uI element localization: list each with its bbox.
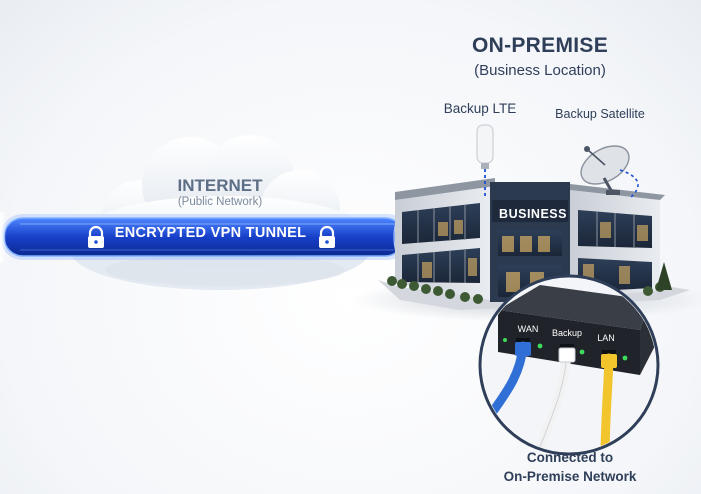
lan-port-label: LAN — [597, 333, 615, 343]
public-network-label: (Public Network) — [177, 196, 263, 208]
led-indicator — [537, 343, 543, 349]
led-indicator — [622, 355, 628, 361]
connection-caption-line2: On-Premise Network — [503, 469, 637, 484]
vpn-tunnel — [0, 212, 410, 262]
lock-icon — [319, 225, 335, 248]
page-subtitle: (Business Location) — [474, 62, 606, 79]
antenna-icon — [476, 124, 494, 196]
router-zoom — [478, 274, 660, 456]
connection-caption-line1: Connected to — [526, 450, 614, 465]
page-title: ON-PREMISE — [471, 34, 608, 57]
led-indicator — [503, 338, 507, 342]
internet-cloud — [70, 135, 370, 290]
vpn-tunnel-label: ENCRYPTED VPN TUNNEL — [114, 225, 307, 241]
backup-lte-label: Backup LTE — [443, 101, 517, 116]
led-indicator — [579, 349, 585, 355]
wan-port-label: WAN — [517, 324, 539, 334]
backup-port-label: Backup — [551, 328, 583, 338]
satellite-dish-icon — [580, 145, 639, 199]
backup-satellite-label: Backup Satellite — [555, 107, 645, 121]
connection-caption: Connected to On-Premise Network — [500, 448, 640, 486]
lock-icon — [88, 225, 104, 248]
internet-label: INTERNET — [177, 176, 263, 195]
business-sign: BUSINESS — [499, 207, 567, 221]
